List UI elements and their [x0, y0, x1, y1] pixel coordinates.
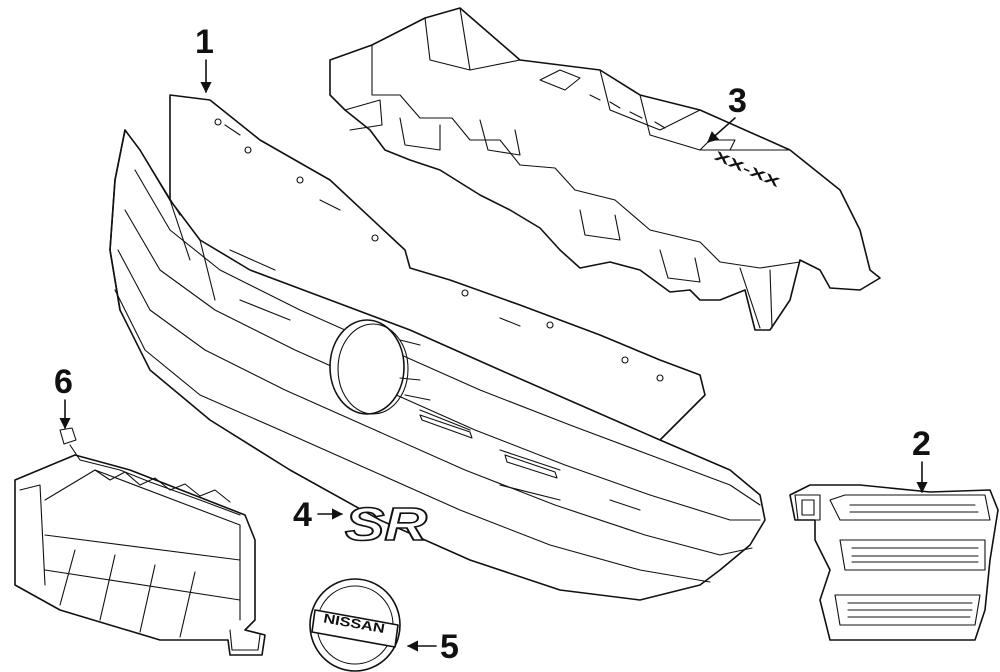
callout-5-number: 5: [440, 628, 459, 666]
sr-emblem-part: SR: [344, 497, 428, 551]
air-guide-part: [14, 427, 266, 656]
nissan-emblem-part: NISSAN: [309, 578, 401, 672]
callout-2: 2: [912, 425, 931, 494]
callout-4: 4: [293, 496, 344, 534]
upper-cover-part: [329, 7, 881, 331]
callout-6-number: 6: [54, 363, 73, 401]
callout-6: 6: [54, 363, 73, 430]
callout-3: 3: [707, 82, 747, 143]
callout-3-arrow: [707, 117, 736, 143]
grille-part: [109, 94, 766, 601]
callout-2-number: 2: [912, 425, 931, 463]
callout-3-number: 3: [728, 82, 747, 120]
sr-emblem-text: SR: [345, 498, 427, 550]
callout-1: 1: [195, 23, 214, 94]
callout-4-number: 4: [293, 496, 312, 534]
callout-1-number: 1: [195, 23, 214, 61]
callout-5: 5: [406, 628, 459, 666]
fog-lamp-grille-part: [789, 484, 999, 641]
